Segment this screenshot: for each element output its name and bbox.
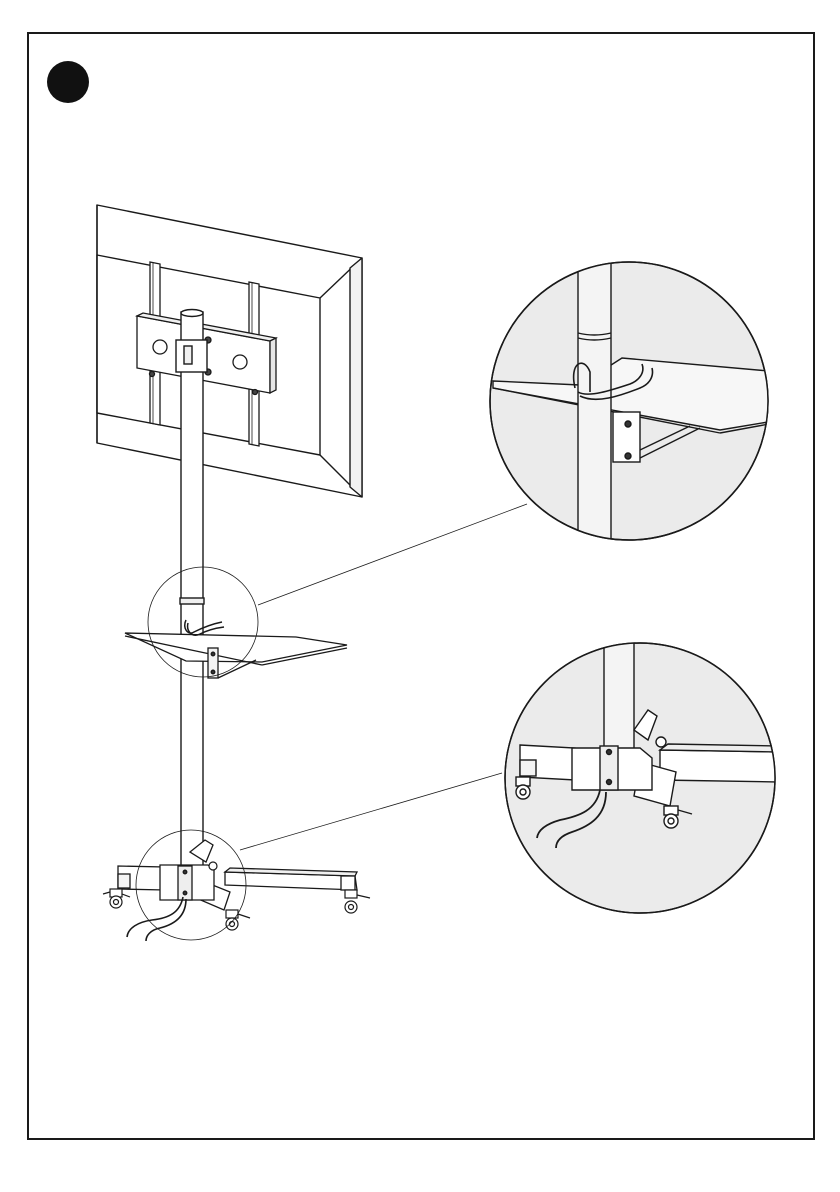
shelf bbox=[125, 633, 347, 678]
base-cable-exit-detail bbox=[505, 630, 780, 913]
caster-right bbox=[345, 890, 370, 913]
pole bbox=[176, 310, 207, 873]
shelf-cable-clip-detail bbox=[490, 240, 780, 560]
base bbox=[118, 840, 357, 910]
step-badge bbox=[47, 61, 89, 103]
cable-lower bbox=[127, 897, 186, 941]
caster-left bbox=[103, 889, 130, 908]
leader-lines bbox=[240, 504, 527, 850]
caster-rear bbox=[209, 862, 217, 870]
